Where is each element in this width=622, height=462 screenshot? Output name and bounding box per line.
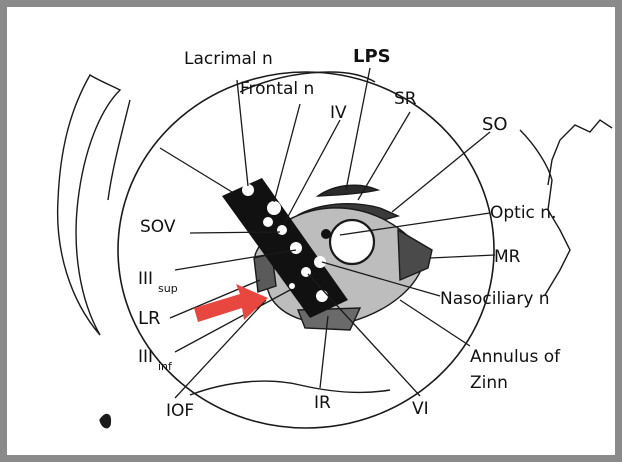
label-nasociliary: Nasociliary n bbox=[440, 289, 550, 309]
lps-sr-bundle bbox=[318, 185, 378, 196]
optic-nerve bbox=[330, 220, 374, 264]
label-vi: VI bbox=[412, 399, 429, 419]
label-mr: MR bbox=[494, 247, 521, 267]
left-skull-outline bbox=[58, 75, 120, 335]
right-jagged-edge bbox=[548, 120, 612, 185]
nerve-frontal-dot bbox=[267, 201, 281, 215]
label-frontal: Frontal n bbox=[240, 79, 314, 99]
label-lps: LPS bbox=[353, 46, 391, 67]
label-iii-inf-sub: inf bbox=[158, 360, 173, 373]
nerve-iv-dot bbox=[263, 217, 273, 227]
label-lr: LR bbox=[138, 308, 161, 329]
label-iof: IOF bbox=[166, 401, 194, 421]
left-inner-contour bbox=[108, 100, 130, 200]
ophthalmic-artery-dot bbox=[321, 229, 331, 239]
nerve-sov-dot bbox=[277, 225, 287, 235]
leader-lps bbox=[346, 68, 370, 190]
label-iii-inf: III bbox=[138, 347, 153, 367]
label-iii-sup: III bbox=[138, 269, 153, 289]
nerve-extra-dot bbox=[289, 283, 295, 289]
label-iv: IV bbox=[330, 103, 347, 123]
label-ir: IR bbox=[314, 393, 331, 413]
label-lacrimal: Lacrimal n bbox=[184, 49, 273, 69]
leader-mr bbox=[430, 255, 495, 258]
label-optic: Optic n. bbox=[490, 203, 557, 223]
bottom-left-foramen bbox=[100, 415, 110, 428]
label-sov: SOV bbox=[140, 217, 176, 237]
label-annulus-1: Annulus of bbox=[470, 347, 561, 367]
label-iii-sup-sub: sup bbox=[158, 282, 178, 295]
leader-orbital-left bbox=[160, 148, 232, 192]
label-so: SO bbox=[482, 114, 508, 135]
nerve-iii-inf-dot bbox=[316, 290, 328, 302]
orbital-apex-diagram: Lacrimal n Frontal n LPS SR SO IV SOV Op… bbox=[7, 7, 615, 455]
mr-muscle bbox=[398, 230, 432, 280]
nerve-iii-sup-dot bbox=[290, 242, 302, 254]
bottom-bone-contour bbox=[190, 381, 390, 395]
leader-frontal bbox=[274, 104, 300, 202]
label-sr: SR bbox=[394, 89, 417, 109]
label-annulus-2: Zinn bbox=[470, 373, 508, 393]
leader-sr bbox=[358, 112, 410, 200]
